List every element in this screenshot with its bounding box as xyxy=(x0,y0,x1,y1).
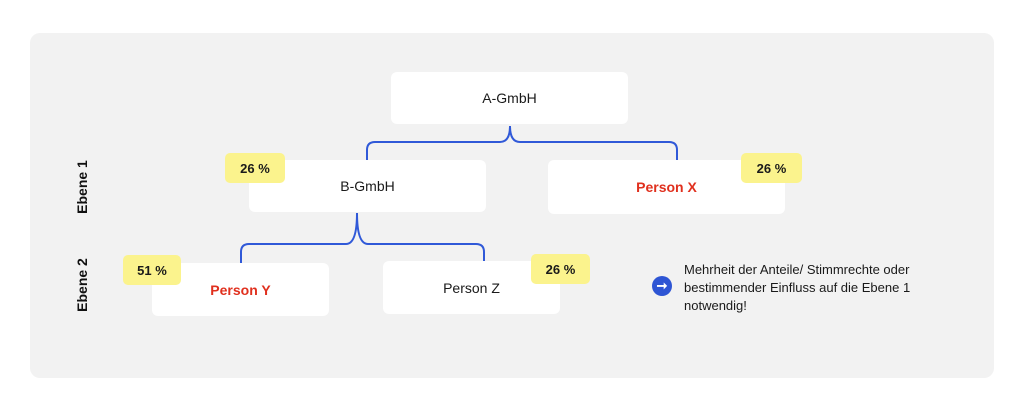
level-1-label: Ebene 1 xyxy=(74,160,90,214)
connector-b-to-level2 xyxy=(240,212,485,263)
note-text: Mehrheit der Anteile/ Stimmrechte oder b… xyxy=(684,262,911,313)
share-badge-person-z: 26 % xyxy=(531,254,590,284)
share-badge-person-y: 51 % xyxy=(123,255,181,285)
level-2-label: Ebene 2 xyxy=(74,258,90,312)
node-a-gmbh: A-GmbH xyxy=(391,72,628,124)
node-person-z: Person Z xyxy=(383,261,560,314)
arrow-right-circle-icon: ➞ xyxy=(652,276,672,296)
connector-a-to-level1 xyxy=(366,125,678,160)
share-badge-person-x: 26 % xyxy=(741,153,802,183)
node-person-y: Person Y xyxy=(152,263,329,316)
share-badge-b-gmbh: 26 % xyxy=(225,153,285,183)
node-b-gmbh: B-GmbH xyxy=(249,160,486,212)
